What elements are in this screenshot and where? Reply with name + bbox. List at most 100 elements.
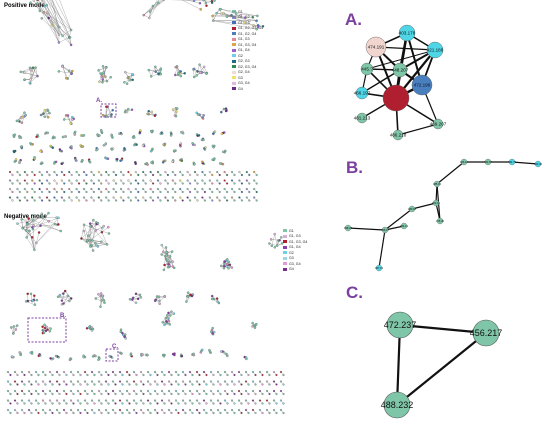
network-node bbox=[101, 113, 105, 117]
network-node bbox=[58, 148, 62, 151]
network-node bbox=[30, 383, 33, 386]
network-node bbox=[149, 411, 152, 415]
network-node bbox=[28, 81, 32, 85]
network-node bbox=[171, 108, 175, 111]
network-node bbox=[59, 229, 62, 233]
network-node bbox=[69, 399, 73, 402]
network-node bbox=[275, 402, 278, 405]
panel-a-node bbox=[392, 62, 408, 78]
legend-label: G1, G3, G4 bbox=[289, 239, 308, 244]
network-node bbox=[156, 411, 159, 415]
network-node bbox=[38, 196, 41, 199]
network-node bbox=[123, 147, 126, 150]
network-node bbox=[41, 370, 45, 374]
network-node bbox=[92, 190, 95, 194]
network-node bbox=[23, 411, 26, 415]
network-node bbox=[210, 294, 214, 298]
network-node bbox=[30, 402, 33, 405]
network-node bbox=[248, 199, 251, 202]
network-node bbox=[165, 259, 169, 263]
network-node bbox=[83, 380, 87, 383]
network-edge bbox=[182, 0, 201, 10]
network-node bbox=[107, 199, 110, 202]
network-node bbox=[255, 190, 258, 194]
network-node bbox=[75, 170, 78, 174]
network-node bbox=[91, 239, 94, 242]
network-edge bbox=[48, 17, 63, 36]
network-node bbox=[45, 196, 49, 199]
network-node bbox=[23, 373, 26, 377]
network-node bbox=[30, 352, 34, 355]
network-node bbox=[202, 408, 206, 412]
network-node bbox=[205, 383, 208, 386]
network-node bbox=[171, 260, 174, 263]
network-node bbox=[13, 389, 17, 393]
network-node bbox=[98, 134, 101, 137]
legend-swatch bbox=[283, 240, 287, 244]
network-node bbox=[149, 149, 153, 153]
network-node bbox=[146, 353, 149, 357]
network-node bbox=[222, 107, 226, 111]
network-edge bbox=[151, 73, 159, 77]
legend-swatch bbox=[232, 26, 236, 30]
network-node bbox=[226, 402, 229, 405]
network-edge bbox=[24, 67, 34, 73]
network-node bbox=[149, 196, 152, 199]
network-edge bbox=[220, 8, 258, 17]
network-node bbox=[192, 0, 196, 3]
network-node bbox=[247, 383, 250, 386]
network-node bbox=[275, 392, 278, 396]
panel-a-node bbox=[432, 118, 444, 130]
network-node bbox=[226, 199, 229, 202]
network-node bbox=[240, 173, 243, 177]
network-node bbox=[25, 222, 29, 226]
legend-label: G1, G2, G3, G4 bbox=[238, 26, 264, 31]
network-node bbox=[111, 108, 114, 112]
network-node bbox=[190, 294, 194, 298]
panel-b-node-label: 476.30 bbox=[436, 219, 444, 223]
network-node bbox=[41, 199, 44, 202]
network-node bbox=[72, 411, 75, 415]
network-node bbox=[86, 411, 89, 415]
network-node bbox=[233, 402, 236, 405]
network-node bbox=[265, 380, 269, 383]
network-node bbox=[104, 408, 108, 412]
legend-item: G4 bbox=[232, 86, 263, 92]
network-node bbox=[33, 190, 36, 194]
network-node bbox=[62, 118, 66, 121]
network-node bbox=[53, 179, 56, 182]
network-node bbox=[152, 182, 155, 185]
network-node bbox=[91, 249, 95, 252]
legend-item: G1 bbox=[232, 9, 263, 15]
network-node bbox=[115, 173, 118, 177]
panel-a-node-label: 421.188 bbox=[427, 48, 444, 53]
panel-c-node bbox=[472, 319, 500, 347]
network-node bbox=[230, 370, 234, 374]
network-edge bbox=[26, 225, 41, 238]
network-edge bbox=[25, 230, 33, 238]
network-node bbox=[223, 389, 227, 393]
network-node bbox=[54, 160, 58, 164]
network-node bbox=[125, 380, 129, 383]
network-node bbox=[144, 190, 147, 194]
network-node bbox=[251, 370, 255, 374]
network-node bbox=[230, 13, 233, 17]
network-node bbox=[272, 399, 276, 402]
panel-a-node bbox=[365, 36, 387, 58]
network-node bbox=[75, 196, 78, 199]
panel-b-node-label: 485.15 bbox=[433, 182, 441, 186]
legend-item: G1, G4 bbox=[283, 245, 307, 251]
network-node bbox=[126, 76, 130, 80]
network-node bbox=[33, 199, 36, 202]
network-node bbox=[142, 13, 145, 17]
network-node bbox=[114, 383, 117, 386]
network-edge bbox=[63, 295, 69, 304]
network-node bbox=[82, 134, 86, 137]
network-node bbox=[6, 380, 10, 383]
network-node bbox=[49, 357, 52, 360]
network-node bbox=[234, 12, 238, 15]
network-node bbox=[149, 373, 152, 377]
network-node bbox=[48, 111, 51, 115]
network-node bbox=[255, 199, 258, 202]
network-node bbox=[253, 187, 256, 191]
